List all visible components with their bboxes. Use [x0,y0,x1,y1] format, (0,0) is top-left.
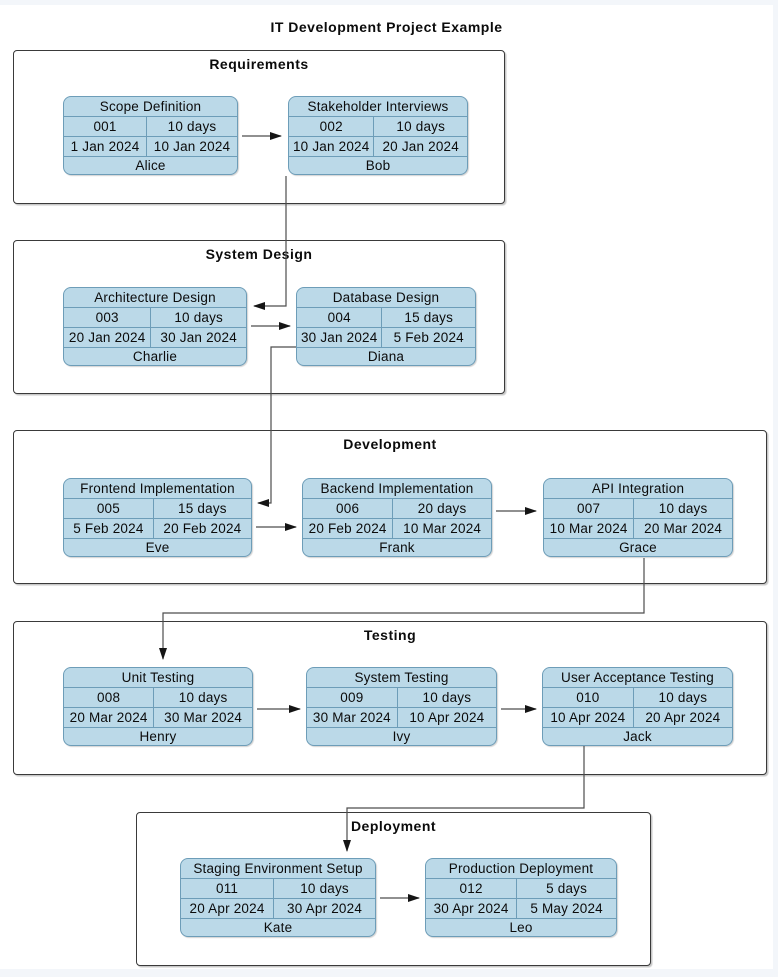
task-name: API Integration [591,481,685,496]
section-label: Requirements [209,56,309,72]
task-id-cell: 005 [64,499,154,518]
task-duration-cell: 15 days [404,310,454,325]
task-start-cell: 20 Apr 2024 [181,899,275,918]
task-end-cell: 10 Apr 2024 [409,710,485,725]
task-name: Frontend Implementation [80,481,235,496]
task-start-cell: 10 Mar 2024 [544,519,635,538]
task-id-cell: 003 [64,308,152,327]
task-end-cell: 30 Apr 2024 [287,901,363,916]
task-card-stakeholder-interviews[interactable]: Stakeholder Interviews 002 10 days 10 Ja… [288,96,468,175]
task-id-cell: 001 [64,117,148,136]
task-start-cell: 10 Apr 2024 [543,708,634,727]
task-end-cell: 5 May 2024 [530,901,603,916]
task-id-cell: 004 [297,308,383,327]
task-assignee: Kate [263,920,293,935]
section-label: Testing [363,627,417,643]
task-duration-cell: 10 days [300,881,349,896]
task-name: Database Design [332,290,440,305]
task-start-cell: 30 Jan 2024 [297,328,383,347]
task-assignee: Frank [379,540,415,555]
task-start-cell: 30 Mar 2024 [307,708,398,727]
task-start-cell: 20 Jan 2024 [64,328,152,347]
task-card-database-design[interactable]: Database Design 004 15 days 30 Jan 2024 … [296,287,476,366]
task-duration-cell: 5 days [546,881,588,896]
task-assignee: Bob [365,158,391,173]
task-id-cell: 002 [289,117,375,136]
task-duration-cell: 10 days [658,690,708,705]
task-card-backend-implementation[interactable]: Backend Implementation 006 20 days 20 Fe… [302,478,492,557]
task-duration-cell: 10 days [658,501,708,516]
task-start-cell: 5 Feb 2024 [64,519,154,538]
task-name: Backend Implementation [320,481,474,496]
task-assignee: Eve [145,540,170,555]
task-name: Staging Environment Setup [193,861,363,876]
task-assignee: Leo [509,920,533,935]
task-duration-cell: 10 days [422,690,472,705]
task-end-cell: 20 Mar 2024 [644,521,723,536]
task-end-cell: 20 Apr 2024 [645,710,721,725]
task-card-api-integration[interactable]: API Integration 007 10 days 10 Mar 2024 … [543,478,733,557]
task-name: User Acceptance Testing [561,670,714,685]
task-assignee: Henry [139,729,177,744]
task-assignee: Diana [367,349,405,364]
task-id-cell: 010 [543,688,634,707]
task-card-scope-definition[interactable]: Scope Definition 001 10 days 1 Jan 2024 … [63,96,238,175]
task-name: Unit Testing [121,670,195,685]
task-duration-cell: 15 days [178,501,227,516]
task-assignee: Charlie [132,349,178,364]
task-end-cell: 10 Mar 2024 [403,521,482,536]
task-assignee: Jack [623,729,652,744]
task-id-cell: 008 [64,688,155,707]
task-id-cell: 009 [307,688,398,707]
task-end-cell: 5 Feb 2024 [393,330,464,345]
task-end-cell: 30 Jan 2024 [160,330,237,345]
task-assignee: Grace [619,540,657,555]
task-end-cell: 10 Jan 2024 [153,139,231,154]
task-card-frontend-implementation[interactable]: Frontend Implementation 005 15 days 5 Fe… [63,478,252,557]
section-label: System Design [205,246,313,262]
diagram-title: IT Development Project Example [270,19,503,35]
task-assignee: Ivy [392,729,411,744]
task-name: Scope Definition [99,99,202,114]
task-name: Architecture Design [94,290,216,305]
task-card-unit-testing[interactable]: Unit Testing 008 10 days 20 Mar 2024 30 … [63,667,253,746]
task-start-cell: 10 Jan 2024 [289,137,375,156]
task-name: Stakeholder Interviews [307,99,449,114]
task-start-cell: 20 Mar 2024 [64,708,155,727]
task-card-production-deployment[interactable]: Production Deployment 012 5 days 30 Apr … [425,858,617,937]
task-duration-cell: 10 days [396,119,446,134]
task-duration-cell: 10 days [174,310,224,325]
task-end-cell: 20 Feb 2024 [163,521,242,536]
task-card-system-testing[interactable]: System Testing 009 10 days 30 Mar 2024 1… [306,667,497,746]
task-start-cell: 20 Feb 2024 [303,519,394,538]
task-name: Production Deployment [448,861,594,876]
task-id-cell: 012 [426,879,518,898]
task-id-cell: 006 [303,499,394,518]
task-assignee: Alice [135,158,166,173]
task-id-cell: 007 [544,499,635,518]
task-name: System Testing [354,670,449,685]
task-end-cell: 20 Jan 2024 [382,139,459,154]
task-duration-cell: 10 days [178,690,228,705]
task-start-cell: 30 Apr 2024 [426,899,518,918]
task-card-user-acceptance-testing[interactable]: User Acceptance Testing 010 10 days 10 A… [542,667,733,746]
task-duration-cell: 20 days [417,501,467,516]
task-id-cell: 011 [181,879,275,898]
task-card-architecture-design[interactable]: Architecture Design 003 10 days 20 Jan 2… [63,287,247,366]
task-duration-cell: 10 days [167,119,217,134]
section-label: Development [343,436,437,452]
section-label: Deployment [350,818,437,834]
task-card-staging-environment-setup[interactable]: Staging Environment Setup 011 10 days 20… [180,858,376,937]
task-end-cell: 30 Mar 2024 [164,710,243,725]
task-start-cell: 1 Jan 2024 [64,137,148,156]
